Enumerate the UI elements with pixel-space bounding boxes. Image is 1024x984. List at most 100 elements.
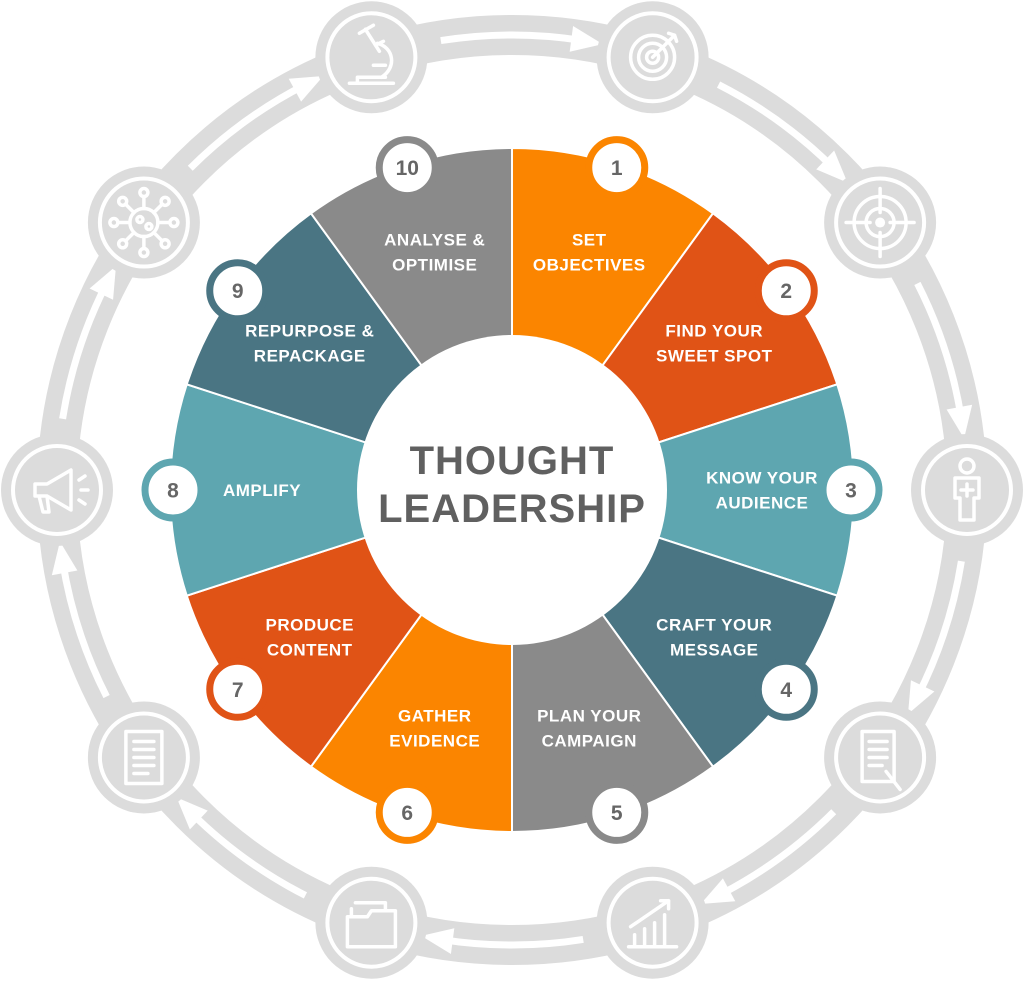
icon-circle bbox=[596, 866, 709, 979]
document-pen-icon bbox=[860, 729, 902, 792]
step-number: 6 bbox=[401, 802, 413, 825]
step-label-line: GATHER bbox=[398, 706, 472, 725]
step-number-badge bbox=[585, 136, 649, 200]
step-number-badge bbox=[375, 780, 439, 844]
center-title-line-2: LEADERSHIP bbox=[378, 487, 646, 531]
step-label-line: REPACKAGE bbox=[254, 347, 366, 366]
cycle-arrowhead-icon bbox=[89, 265, 116, 300]
cycle-arrowhead-icon bbox=[816, 150, 848, 183]
cycle-arrow-line bbox=[187, 809, 308, 899]
cycle-arrow-line bbox=[440, 31, 584, 45]
step-label-line: MESSAGE bbox=[670, 640, 759, 659]
step-label-line: REPURPOSE & bbox=[245, 322, 374, 341]
cycle-arrow-line bbox=[187, 81, 308, 171]
cycle-arrow-line bbox=[716, 809, 837, 899]
cycle-arrow-line bbox=[440, 935, 584, 949]
crosshair-step-icon-badge bbox=[824, 166, 937, 279]
icon-ring bbox=[97, 176, 190, 269]
cycle-arrowhead-icon bbox=[908, 680, 935, 715]
icon-ring bbox=[834, 711, 927, 804]
icon-circle bbox=[315, 1, 428, 114]
target-arrow-step-icon-badge bbox=[596, 1, 709, 114]
step-number: 2 bbox=[780, 280, 792, 303]
step-number: 9 bbox=[232, 280, 244, 303]
person-step-icon-badge bbox=[911, 434, 1023, 546]
step-label-line: ANALYSE & bbox=[384, 231, 485, 250]
step-label-line: PLAN YOUR bbox=[537, 706, 641, 725]
cycle-arrowhead-icon bbox=[51, 541, 78, 576]
icon-ring bbox=[325, 876, 418, 969]
icon-ring bbox=[834, 176, 927, 269]
microscope-step-icon-badge bbox=[315, 1, 428, 114]
cycle-arrowhead-icon bbox=[569, 26, 603, 52]
step-number-badge bbox=[754, 259, 818, 323]
step-label-line: OBJECTIVES bbox=[533, 256, 646, 275]
virus-icon bbox=[108, 186, 180, 259]
step-8: 8 AMPLIFY bbox=[141, 383, 516, 597]
cycle-arrow-line bbox=[59, 560, 110, 699]
step-number-badge bbox=[206, 259, 270, 323]
cycle-arrow-line bbox=[914, 560, 965, 699]
megaphone-icon bbox=[33, 468, 90, 514]
document-step-icon-badge bbox=[87, 701, 200, 814]
icon-circle bbox=[1, 434, 113, 546]
step-label-line: SET bbox=[572, 231, 607, 250]
step-number: 7 bbox=[232, 679, 244, 702]
icon-circle bbox=[315, 866, 428, 979]
step-label-line: CRAFT YOUR bbox=[656, 615, 772, 634]
step-label-line: CONTENT bbox=[267, 640, 353, 659]
cycle-arrowhead-icon bbox=[946, 404, 973, 439]
cycle-arrowhead-icon bbox=[421, 928, 455, 954]
document-icon bbox=[124, 729, 164, 786]
step-number: 4 bbox=[780, 679, 792, 702]
step-number-badge bbox=[819, 458, 883, 522]
step-3: 3 KNOW YOUR AUDIENCE bbox=[508, 383, 883, 597]
step-number-badge bbox=[375, 136, 439, 200]
center-title-line-1: THOUGHT bbox=[410, 439, 615, 483]
step-label-line: KNOW YOUR bbox=[706, 469, 818, 488]
document-pen-step-icon-badge bbox=[824, 701, 937, 814]
center-circle bbox=[357, 335, 667, 645]
icon-ring bbox=[606, 11, 699, 104]
step-label-line: PRODUCE bbox=[265, 615, 354, 634]
step-number: 5 bbox=[611, 802, 623, 825]
cycle-arrowhead-icon bbox=[288, 75, 324, 102]
crosshair-icon bbox=[844, 186, 916, 259]
step-label-line: FIND YOUR bbox=[665, 322, 763, 341]
step-number-badge bbox=[585, 780, 649, 844]
step-number: 8 bbox=[167, 480, 179, 503]
megaphone-step-icon-badge bbox=[1, 434, 113, 546]
microscope-icon bbox=[347, 23, 396, 86]
target-arrow-icon bbox=[628, 31, 679, 82]
icon-circle bbox=[87, 166, 200, 279]
cycle-arrow-line bbox=[59, 281, 110, 420]
folder-icon bbox=[345, 900, 398, 949]
person-icon bbox=[953, 457, 981, 522]
step-label-line: OPTIMISE bbox=[392, 256, 477, 275]
cycle-arrow-line bbox=[914, 281, 965, 420]
folder-step-icon-badge bbox=[315, 866, 428, 979]
virus-step-icon-badge bbox=[87, 166, 200, 279]
icon-ring bbox=[11, 444, 103, 536]
step-label-line: EVIDENCE bbox=[389, 731, 480, 750]
cycle-arrow-line bbox=[716, 81, 837, 171]
step-label-line: SWEET SPOT bbox=[656, 347, 773, 366]
growth-chart-icon bbox=[626, 898, 679, 949]
step-label-line: AUDIENCE bbox=[716, 494, 809, 513]
step-number: 3 bbox=[845, 480, 857, 503]
icon-ring bbox=[97, 711, 190, 804]
icon-ring bbox=[606, 876, 699, 969]
step-number: 10 bbox=[396, 157, 419, 180]
step-number: 1 bbox=[611, 157, 623, 180]
step-label-line: AMPLIFY bbox=[223, 481, 301, 500]
icon-ring bbox=[325, 11, 418, 104]
step-number-badge bbox=[754, 657, 818, 721]
cycle-arrowhead-icon bbox=[700, 878, 736, 905]
growth-chart-step-icon-badge bbox=[596, 866, 709, 979]
cycle-arrowhead-icon bbox=[176, 797, 208, 830]
step-number-badge bbox=[206, 657, 270, 721]
step-number-badge bbox=[141, 458, 205, 522]
icon-ring bbox=[921, 444, 1013, 536]
